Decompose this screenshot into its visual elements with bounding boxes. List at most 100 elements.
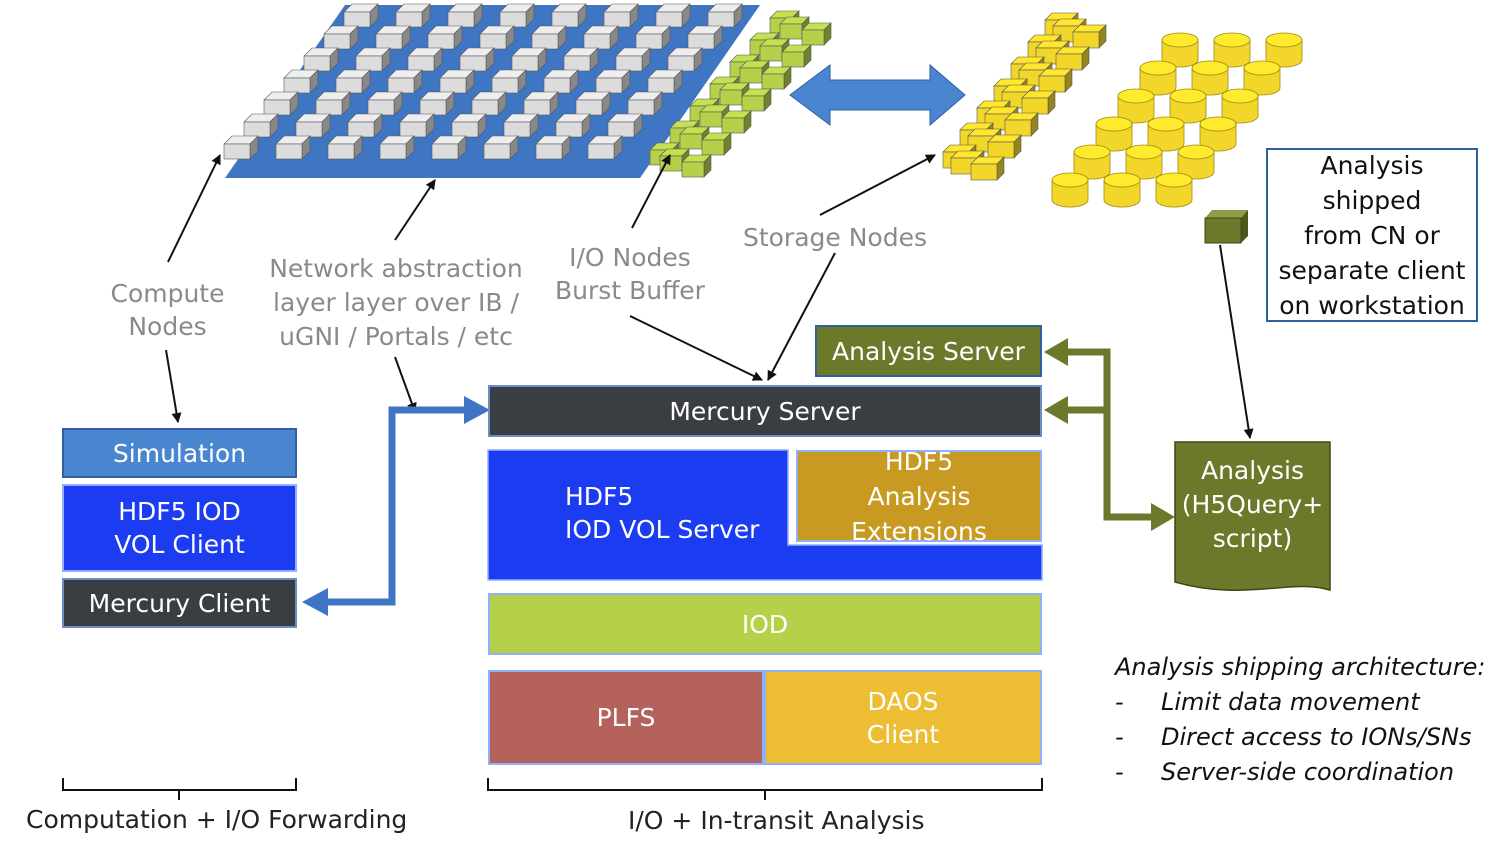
compute-node — [431, 135, 467, 160]
compute-node — [471, 91, 507, 116]
storage-cylinder — [1199, 116, 1237, 152]
analysis-shipped-note: Analysis shipped from CN or separate cli… — [1266, 148, 1478, 322]
network-line2: layer layer over IB / — [273, 288, 519, 317]
daos-client-line2: Client — [866, 719, 940, 749]
analysis-head-server — [1044, 338, 1068, 366]
hdf5-vol-client-box: HDF5 IOD VOL Client — [62, 484, 297, 572]
compute-node — [451, 113, 487, 138]
compute-node — [407, 47, 443, 72]
compute-node — [551, 3, 587, 28]
hdf5-vol-server-line2: IOD VOL Server — [565, 515, 760, 544]
storage-cylinder — [1155, 172, 1193, 208]
compute-node — [615, 47, 651, 72]
mercury-client-box: Mercury Client — [62, 578, 297, 628]
compute-node — [503, 113, 539, 138]
hdf5-vol-client-line1: HDF5 IOD — [118, 497, 241, 526]
compute-node — [627, 91, 663, 116]
storage-node — [987, 134, 1022, 159]
io-node — [701, 132, 732, 156]
compute-node — [523, 91, 559, 116]
compute-nodes-line1: Compute — [110, 279, 225, 308]
io-arrow-up — [631, 154, 671, 229]
left-bracket — [62, 778, 297, 800]
hdf5-analysis-extensions-box: HDF5 Analysis Extensions — [796, 447, 1042, 546]
compute-node — [303, 47, 339, 72]
compute-node — [447, 3, 483, 28]
plfs-box: PLFS — [488, 670, 764, 765]
right-bracket-caption: I/O + In-transit Analysis — [628, 806, 925, 835]
daos-client-line1: DAOS — [867, 686, 939, 716]
compute-node — [483, 135, 519, 160]
compute-nodes-line2: Nodes — [128, 312, 207, 341]
analysis-shipped-line2: from CN or — [1304, 220, 1440, 250]
storage-node — [1072, 24, 1107, 49]
storage-node — [1038, 68, 1073, 93]
compute-node — [439, 69, 475, 94]
storage-node — [1055, 46, 1090, 71]
analysis-shipped-line3: separate client — [1278, 255, 1466, 285]
mercury-link-head-right — [464, 396, 490, 424]
network-arrow-up — [394, 179, 436, 241]
storage-cylinder — [1191, 60, 1229, 96]
compute-node — [323, 25, 359, 50]
analysis-server-box: Analysis Server — [815, 325, 1042, 377]
mercury-link-line — [318, 406, 470, 606]
network-label: Network abstraction layer layer over IB … — [262, 252, 530, 354]
io-node — [801, 22, 832, 46]
daos-client-box: DAOS Client — [764, 670, 1042, 765]
analysis-doc-line1: Analysis — [1200, 455, 1304, 485]
storage-node-cylinders — [1051, 32, 1303, 208]
compute-node — [367, 91, 403, 116]
analysis-shipped-line4: on workstation — [1279, 290, 1465, 320]
compute-node — [595, 69, 631, 94]
analysis-link-line — [1062, 348, 1155, 521]
compute-node — [511, 47, 547, 72]
io-node — [741, 88, 772, 112]
hdf5-vol-server-shape — [487, 449, 1043, 581]
compute-arrow-down — [165, 349, 182, 423]
left-bracket-caption: Computation + I/O Forwarding — [26, 805, 408, 834]
compute-node — [243, 113, 279, 138]
compute-node — [315, 91, 351, 116]
simulation-box: Simulation — [62, 428, 297, 478]
compute-node — [327, 135, 363, 160]
analysis-cube-icon — [1204, 210, 1248, 244]
analysis-document-label: Analysis (H5Query+ script) — [1175, 452, 1330, 557]
compute-node — [555, 113, 591, 138]
analysis-cube-arrow — [1219, 244, 1254, 439]
storage-cylinder — [1213, 32, 1251, 68]
analysis-document-shape — [1174, 441, 1331, 592]
compute-arrow-up — [167, 154, 221, 263]
io-nodes-label: I/O Nodes Burst Buffer — [550, 241, 710, 307]
architecture-notes: Analysis shipping architecture: -Limit d… — [1115, 650, 1485, 790]
storage-cylinder — [1265, 32, 1303, 68]
compute-node — [667, 47, 703, 72]
hdf5-vol-server-line1: HDF5 — [565, 482, 634, 511]
storage-cylinder — [1147, 116, 1185, 152]
compute-node — [379, 135, 415, 160]
compute-node — [563, 47, 599, 72]
storage-arrow-up — [819, 154, 936, 216]
storage-node — [970, 156, 1005, 181]
compute-node-grid — [223, 3, 743, 160]
storage-cylinder — [1169, 88, 1207, 124]
compute-node — [283, 69, 319, 94]
storage-cylinder — [1051, 172, 1089, 208]
compute-nodes-label: Compute Nodes — [95, 277, 240, 343]
notes-item: -Direct access to IONs/SNs — [1115, 723, 1472, 751]
compute-node — [335, 69, 371, 94]
compute-node — [707, 3, 743, 28]
storage-node — [1004, 112, 1039, 137]
storage-node — [1021, 90, 1056, 115]
network-line3: uGNI / Portals / etc — [279, 322, 513, 351]
analysis-shipped-line1: Analysis shipped — [1320, 150, 1424, 215]
notes-item-text: Direct access to IONs/SNs — [1161, 723, 1472, 751]
hdf5-ext-line1: HDF5 — [884, 446, 954, 476]
compute-node — [263, 91, 299, 116]
storage-cylinder — [1139, 60, 1177, 96]
analysis-head-mercury — [1044, 396, 1068, 424]
analysis-doc-line2: (H5Query+ — [1181, 489, 1324, 519]
storage-node-cubes — [942, 12, 1107, 181]
hdf5-vol-client-line2: VOL Client — [114, 530, 245, 559]
